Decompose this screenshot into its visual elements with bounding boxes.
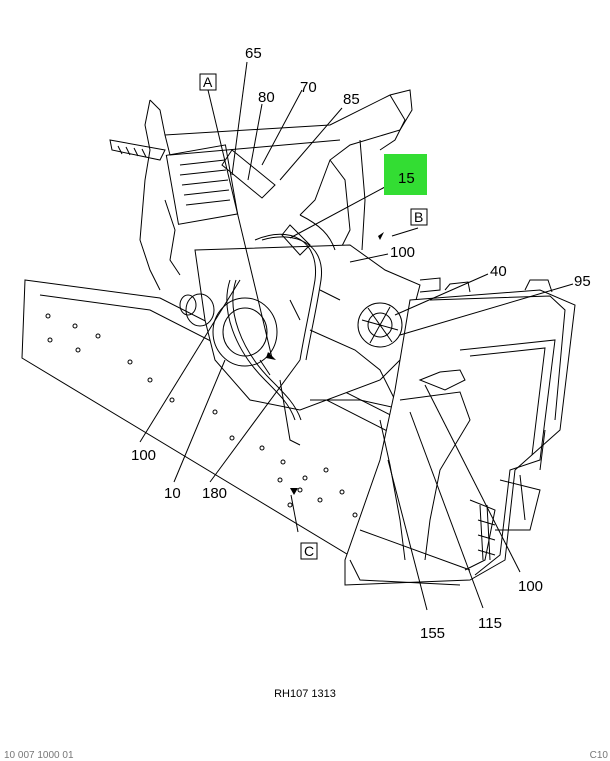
view-label-b-box [410, 208, 428, 226]
radiator-drawing [344, 279, 576, 586]
callout-100-right[interactable]: 100 [518, 578, 543, 595]
callout-40[interactable]: 40 [490, 263, 507, 280]
view-label-b: B [414, 209, 423, 225]
view-label-c: C [304, 543, 314, 559]
callout-65[interactable]: 65 [245, 45, 262, 62]
callout-100-top[interactable]: 100 [390, 244, 415, 261]
callout-15[interactable]: 15 [398, 170, 415, 187]
cab-frame-drawing [109, 89, 413, 291]
engine-assembly-drawing [179, 214, 441, 446]
side-panel-drawing [21, 279, 421, 581]
leader-lines [139, 61, 574, 611]
callout-95[interactable]: 95 [574, 273, 591, 290]
footer-right-code: C10 [589, 750, 608, 761]
callout-155[interactable]: 155 [420, 625, 445, 642]
callout-80[interactable]: 80 [258, 89, 275, 106]
callout-85[interactable]: 85 [343, 91, 360, 108]
figure-caption: RH107 1313 [274, 688, 336, 700]
callout-115[interactable]: 115 [478, 615, 502, 632]
view-label-c-box [300, 542, 318, 560]
callout-10[interactable]: 10 [164, 485, 181, 502]
view-label-a-box [199, 73, 217, 91]
callout-100-left[interactable]: 100 [131, 447, 156, 464]
view-label-a: A [203, 74, 213, 90]
footer-left-code: 10 007 1000 01 [4, 750, 74, 761]
callout-70[interactable]: 70 [300, 79, 317, 96]
callout-180[interactable]: 180 [202, 485, 227, 502]
highlight-callout-15 [384, 154, 427, 195]
